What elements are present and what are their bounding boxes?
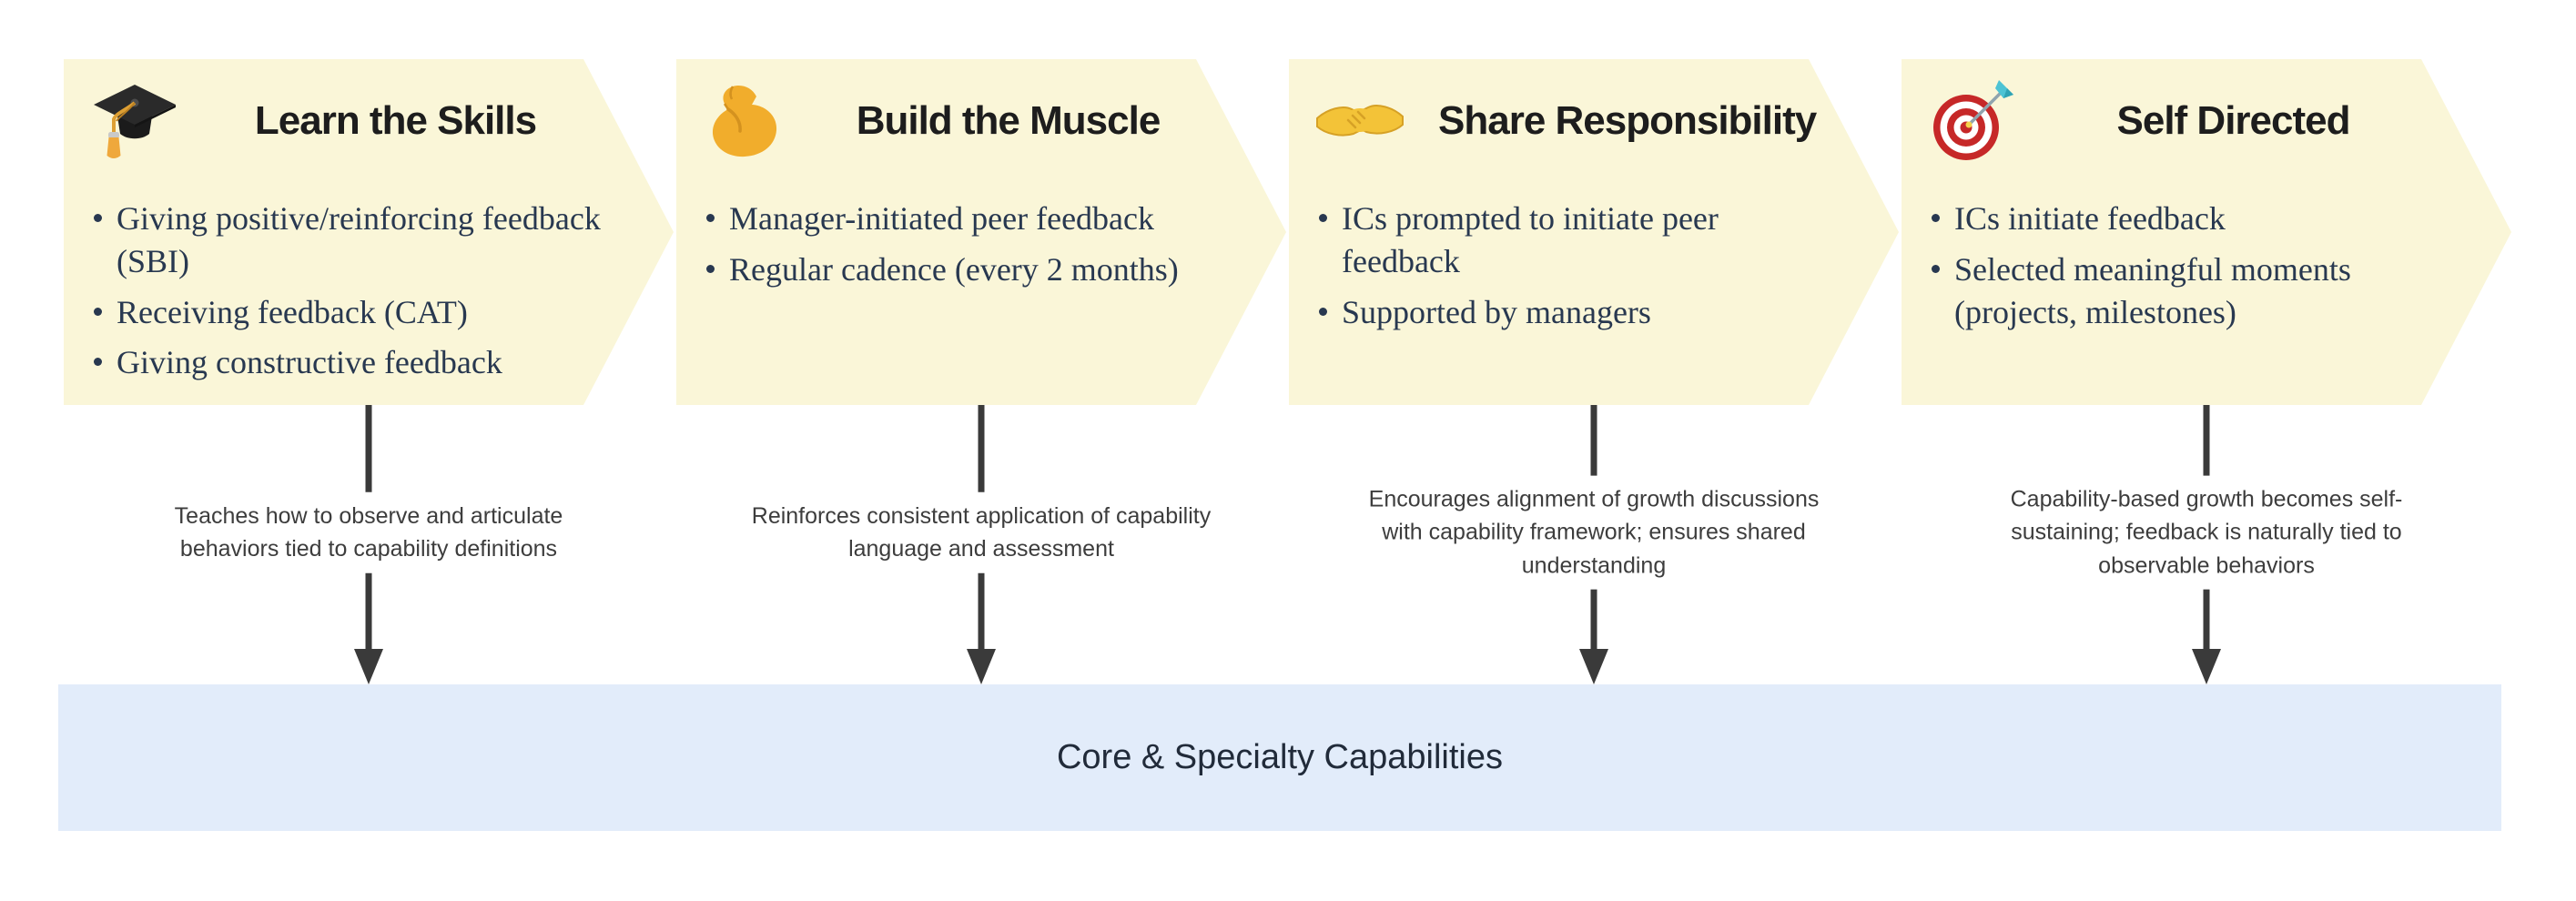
stage-header: Share Responsibility bbox=[1314, 72, 1817, 170]
arrow-build-to-capabilities: Reinforces consistent application of cap… bbox=[690, 405, 1273, 684]
stage-header: Learn the Skills bbox=[89, 72, 578, 170]
flexed-biceps-icon bbox=[702, 76, 793, 167]
stage-title: Self Directed bbox=[2116, 98, 2351, 143]
stage-bullets: ICs initiate feedback Selected meaningfu… bbox=[1929, 197, 2457, 333]
arrow-down-icon bbox=[967, 649, 996, 684]
target-dart-icon bbox=[1927, 76, 2018, 167]
arrow-caption: Reinforces consistent application of cap… bbox=[697, 491, 1265, 573]
bullet-item: Supported by managers bbox=[1316, 291, 1844, 334]
bullet-item: Manager-initiated peer feedback bbox=[704, 197, 1232, 240]
bullet-item: Giving positive/reinforcing feedback (SB… bbox=[91, 197, 619, 283]
stage-bullets: ICs prompted to initiate peer feedback S… bbox=[1316, 197, 1844, 333]
stage-header: Build the Muscle bbox=[702, 72, 1191, 170]
graduation-cap-icon bbox=[89, 76, 180, 167]
stage-header: Self Directed bbox=[1927, 72, 2416, 170]
arrow-learn-to-capabilities: Teaches how to observe and articulate be… bbox=[77, 405, 660, 684]
arrow-share-to-capabilities: Encourages alignment of growth discussio… bbox=[1303, 405, 1885, 684]
bullet-item: Regular cadence (every 2 months) bbox=[704, 248, 1232, 291]
handshake-icon bbox=[1314, 76, 1405, 167]
arrow-down-icon bbox=[354, 649, 383, 684]
stage-title: Learn the Skills bbox=[254, 98, 537, 143]
arrow-caption: Capability-based growth becomes self-sus… bbox=[1961, 475, 2452, 590]
stage-title: Share Responsibility bbox=[1438, 98, 1817, 143]
stage-bullets: Giving positive/reinforcing feedback (SB… bbox=[91, 197, 619, 384]
capabilities-bar: Core & Specialty Capabilities bbox=[58, 684, 2501, 831]
arrow-down-icon bbox=[1579, 649, 1608, 684]
stage-self-directed: Self Directed ICs initiate feedback Sele… bbox=[1902, 59, 2511, 405]
arrow-caption: Teaches how to observe and articulate be… bbox=[121, 491, 616, 573]
stage-bullets: Manager-initiated peer feedback Regular … bbox=[704, 197, 1232, 291]
arrow-down-icon bbox=[2192, 649, 2221, 684]
arrow-self-to-capabilities: Capability-based growth becomes self-sus… bbox=[1915, 405, 2498, 684]
bullet-item: ICs prompted to initiate peer feedback bbox=[1316, 197, 1844, 283]
stage-share-responsibility: Share Responsibility ICs prompted to ini… bbox=[1289, 59, 1899, 405]
arrow-caption: Encourages alignment of growth discussio… bbox=[1339, 475, 1849, 590]
stage-title: Build the Muscle bbox=[856, 98, 1161, 143]
capabilities-bar-label: Core & Specialty Capabilities bbox=[1056, 738, 1503, 776]
bullet-item: Selected meaningful moments (projects, m… bbox=[1929, 248, 2457, 334]
bullet-item: Giving constructive feedback bbox=[91, 341, 619, 384]
stage-build-the-muscle: Build the Muscle Manager-initiated peer … bbox=[676, 59, 1286, 405]
bullet-item: Receiving feedback (CAT) bbox=[91, 291, 619, 334]
stage-learn-the-skills: Learn the Skills Giving positive/reinfor… bbox=[64, 59, 674, 405]
bullet-item: ICs initiate feedback bbox=[1929, 197, 2457, 240]
